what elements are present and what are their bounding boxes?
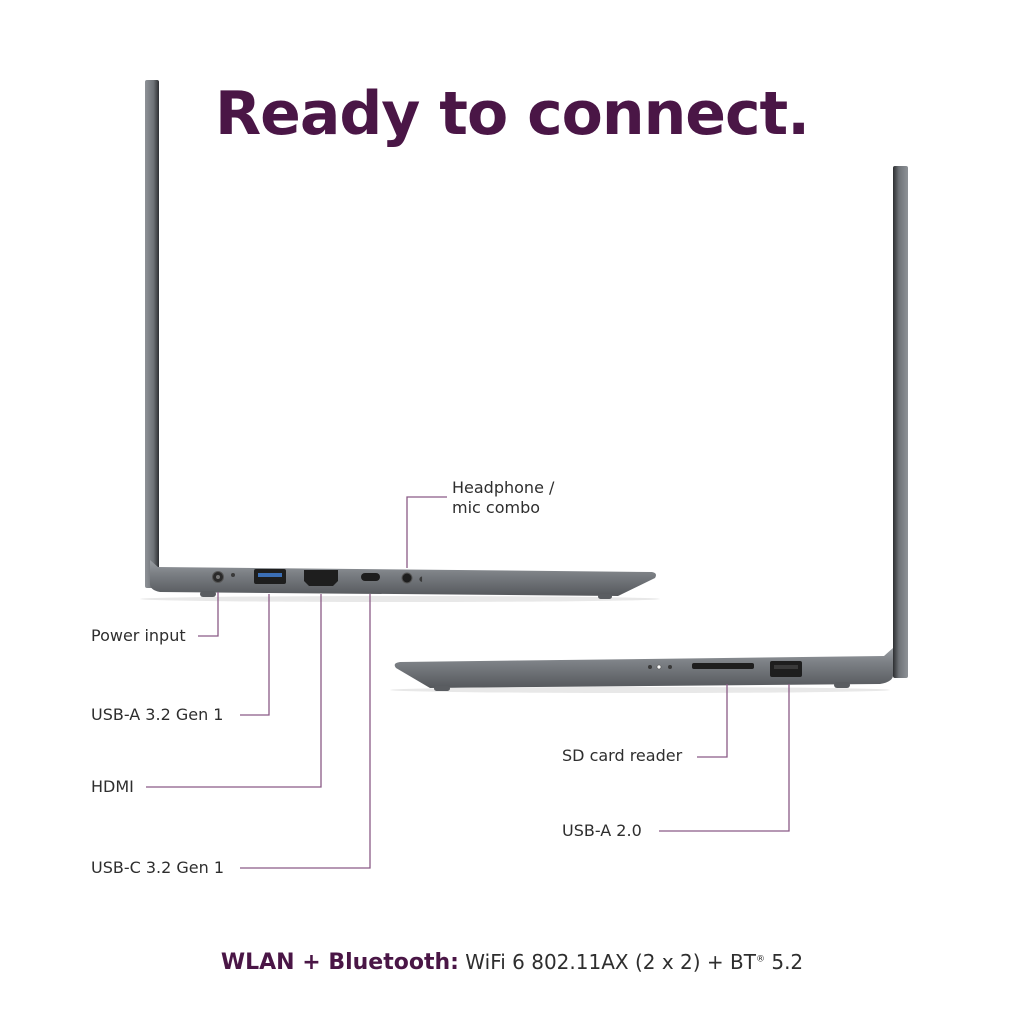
usb-c-32-label: USB-C 3.2 Gen 1	[91, 858, 225, 877]
hdmi-port	[304, 570, 338, 586]
leader-usb-c	[240, 594, 371, 869]
right-laptop-base	[394, 648, 893, 688]
headphone-port	[401, 572, 413, 584]
headphone-mic-label: Headphone / mic combo	[452, 478, 555, 517]
left-laptop: ◖	[140, 80, 660, 602]
right-laptop	[390, 166, 908, 693]
bt-version: 5.2	[764, 950, 804, 974]
leader-headphone	[406, 496, 447, 568]
wlan-spec-text: WiFi 6 802.11AX (2 x 2) + BT	[465, 950, 756, 974]
usb-a-32-label: USB-A 3.2 Gen 1	[91, 705, 224, 724]
leader-hdmi	[146, 594, 322, 788]
leader-usb-a-32	[240, 594, 270, 716]
left-foot	[200, 591, 216, 597]
hdmi-label: HDMI	[91, 777, 134, 796]
headline: Ready to connect.	[214, 79, 810, 149]
right-laptop-lid	[893, 166, 908, 678]
leader-lines	[146, 496, 790, 869]
right-foot	[598, 594, 612, 599]
left-laptop-lid	[145, 80, 159, 588]
power-input-label: Power input	[91, 626, 186, 645]
right-foot-b	[834, 682, 850, 688]
wlan-bluetooth-spec: WLAN + Bluetooth: WiFi 6 802.11AX (2 x 2…	[0, 950, 1024, 975]
svg-text:◖: ◖	[419, 575, 423, 583]
sd-card-slot	[692, 663, 754, 669]
usb-c-port	[361, 573, 380, 581]
registered-mark: ®	[755, 954, 765, 965]
sd-card-reader-label: SD card reader	[562, 746, 683, 765]
wlan-bluetooth-label: WLAN + Bluetooth:	[220, 950, 459, 975]
usb-a-20-label: USB-A 2.0	[562, 821, 642, 840]
right-foot-a	[434, 686, 450, 691]
leader-sd-card	[697, 684, 728, 758]
leader-usb-a-20	[659, 684, 790, 832]
leader-power	[198, 592, 219, 637]
